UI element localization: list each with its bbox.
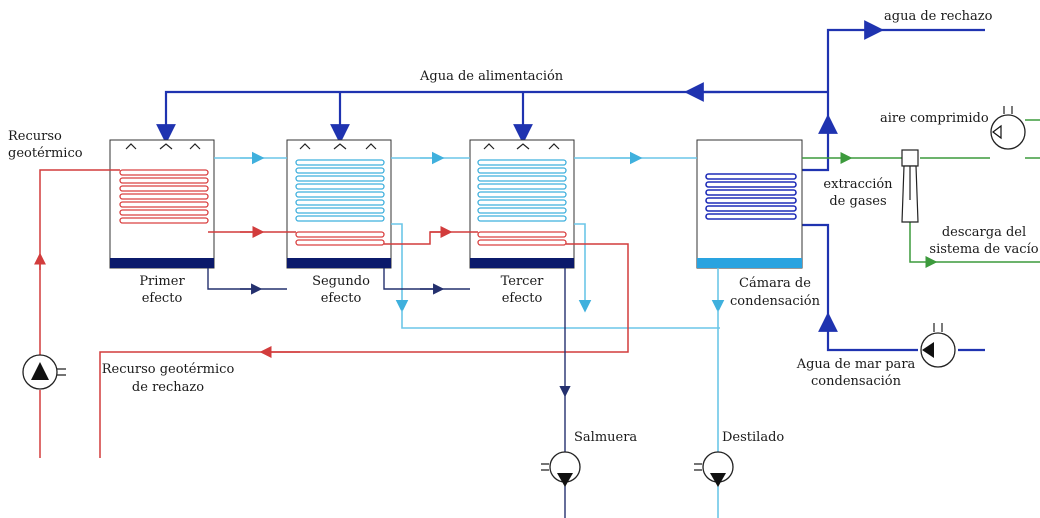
first-effect xyxy=(109,139,215,269)
condenser-coil xyxy=(705,173,797,220)
label-descarga-line2: sistema de vacío xyxy=(929,242,1038,257)
brine-lines xyxy=(207,268,571,518)
label-tercer-efecto-line2: efecto xyxy=(502,291,543,306)
distillate-pump xyxy=(694,451,734,487)
label-camara-line1: Cámara de xyxy=(739,276,811,291)
label-salmuera: Salmuera xyxy=(574,430,637,445)
second-effect xyxy=(286,139,392,269)
label-agua-mar-line2: condensación xyxy=(811,374,902,389)
label-segundo-efecto-line1: Segundo xyxy=(312,274,370,289)
label-descarga-line1: descarga del xyxy=(942,225,1026,240)
first-effect-sprays xyxy=(125,143,201,150)
vapor-distillate-lines xyxy=(214,151,725,518)
second-effect-coil xyxy=(295,159,385,246)
label-segundo-efecto-line2: efecto xyxy=(321,291,362,306)
second-effect-sprays xyxy=(299,143,377,150)
label-extraccion-line1: extracción xyxy=(823,177,893,192)
label-primer-efecto-line2: efecto xyxy=(142,291,183,306)
label-rechazo-geotermico-line1: Recurso geotérmico xyxy=(102,362,235,377)
label-destilado: Destilado xyxy=(722,430,784,445)
label-agua-mar-line1: Agua de mar para xyxy=(796,357,916,372)
label-recurso-geotermico-line2: geotérmico xyxy=(8,146,83,161)
third-effect xyxy=(469,139,575,269)
third-effect-sprays xyxy=(483,143,560,150)
seawater-pump xyxy=(920,323,956,368)
third-effect-coil xyxy=(477,159,567,246)
gas-extraction-lines xyxy=(802,119,1040,268)
feed-water-lines xyxy=(156,20,985,352)
ejector xyxy=(901,149,919,223)
label-tercer-efecto-line1: Tercer xyxy=(501,274,545,289)
diagram-labels: Agua de alimentación agua de rechazo Rec… xyxy=(8,9,1039,445)
air-pump xyxy=(990,106,1026,150)
label-rechazo-geotermico-line2: de rechazo xyxy=(132,380,204,395)
label-agua-alimentacion: Agua de alimentación xyxy=(419,69,564,84)
brine-pump xyxy=(541,451,581,487)
geothermal-pump xyxy=(22,354,66,390)
label-agua-rechazo: agua de rechazo xyxy=(884,9,993,24)
label-extraccion-line2: de gases xyxy=(829,194,886,209)
condensation-chamber xyxy=(696,139,803,269)
label-recurso-geotermico-line1: Recurso xyxy=(8,129,62,144)
label-aire-comprimido: aire comprimido xyxy=(880,111,989,126)
label-camara-line2: condensación xyxy=(730,294,821,309)
label-primer-efecto-line1: Primer xyxy=(139,274,185,289)
first-effect-coil xyxy=(119,169,209,224)
geothermal-lines xyxy=(34,169,629,458)
